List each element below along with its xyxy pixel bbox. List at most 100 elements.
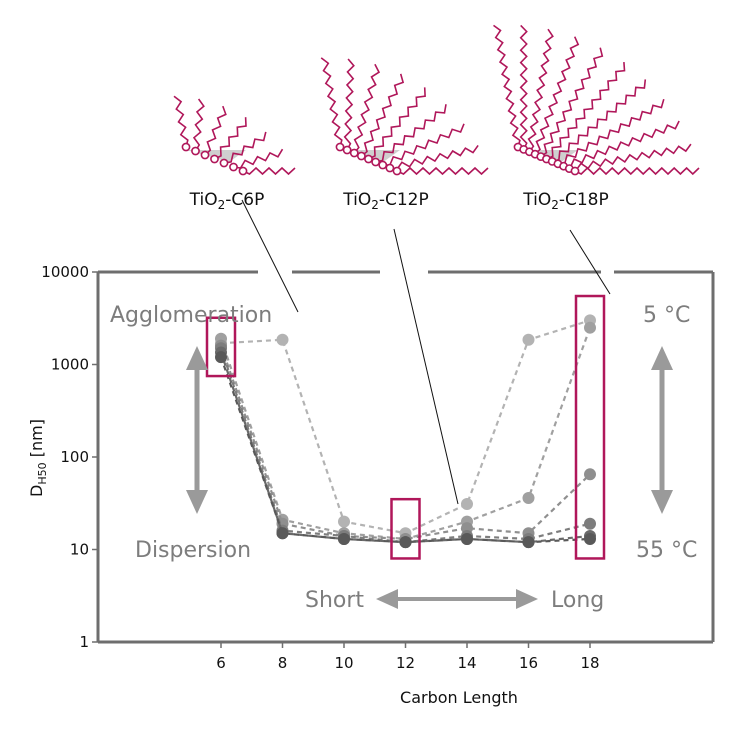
x-tick-label: 12 xyxy=(396,654,415,672)
temperature-arrow xyxy=(651,346,673,514)
alkyl-chain xyxy=(540,47,604,158)
alkyl-chain xyxy=(233,148,284,169)
alkyl-chain xyxy=(574,166,700,176)
data-point xyxy=(522,536,535,549)
series-line-5 xyxy=(219,356,591,544)
series-line-1 xyxy=(219,327,592,541)
y-tick-label: 1000 xyxy=(51,356,89,374)
molecule-c12p xyxy=(320,57,489,176)
temp-high-label: 5 °C xyxy=(643,303,690,328)
phosphonate-head xyxy=(335,142,345,152)
y-tick-label: 10 xyxy=(70,541,89,559)
callout-line-c18p xyxy=(569,229,611,295)
phosphonate-head xyxy=(356,151,366,161)
temp-low-label: 55 °C xyxy=(636,538,697,563)
series-line-2 xyxy=(219,345,591,541)
x-axis-ticks: 6 8 10 12 14 16 18 xyxy=(216,642,600,672)
long-label: Long xyxy=(551,588,604,613)
callout-line-c6p xyxy=(241,199,299,313)
alkyl-chain xyxy=(320,57,343,148)
data-point xyxy=(584,517,596,530)
phosphonate-head xyxy=(191,146,200,156)
phosphonate-head xyxy=(229,162,238,172)
data-point xyxy=(276,333,289,346)
x-tick-label: 10 xyxy=(334,654,353,672)
highlight-boxes xyxy=(205,294,606,560)
callout-line-c12p xyxy=(393,228,459,505)
label-tio2-c12p: TiO2-C12P xyxy=(342,190,429,212)
phosphonate-head xyxy=(378,160,388,170)
alkyl-chain xyxy=(375,104,447,163)
data-point xyxy=(584,468,596,481)
x-tick-label: 6 xyxy=(216,654,226,672)
phosphonate-head xyxy=(210,154,219,164)
series-layer xyxy=(215,314,596,549)
data-point xyxy=(522,492,535,505)
data-point xyxy=(461,532,473,545)
data-point xyxy=(399,536,412,549)
alkyl-chain xyxy=(557,98,665,165)
callout-lines xyxy=(241,199,611,505)
data-point xyxy=(338,532,350,545)
alkyl-chain xyxy=(569,143,692,172)
alkyl-chain xyxy=(360,73,405,157)
molecule-c6p xyxy=(173,95,296,176)
y-tick-label: 10000 xyxy=(41,263,89,281)
data-point xyxy=(276,527,289,540)
alkyl-chain xyxy=(368,87,426,160)
x-tick-label: 8 xyxy=(278,654,288,672)
phosphonate-head xyxy=(200,150,210,160)
alkyl-chain xyxy=(552,79,647,163)
alkyl-chain xyxy=(519,24,528,150)
alkyl-chain xyxy=(534,36,580,155)
data-point xyxy=(215,351,227,364)
alkyl-chain xyxy=(389,144,479,171)
y-axis-ticks: 1 10 100 1000 10000 xyxy=(41,263,98,651)
data-point xyxy=(584,321,596,334)
label-tio2-c18p: TiO2-C18P xyxy=(522,190,609,212)
dispersion-arrow xyxy=(186,346,208,514)
phosphonate-head xyxy=(364,154,373,164)
x-tick-label: 14 xyxy=(457,654,476,672)
dispersion-label: Dispersion xyxy=(135,538,251,563)
alkyl-chain xyxy=(396,166,489,176)
alkyl-chain xyxy=(493,24,521,148)
x-axis-label: Carbon Length xyxy=(400,688,518,707)
label-tio2-c6p: TiO2-C6P xyxy=(189,190,265,212)
molecule-c18p xyxy=(493,24,700,176)
alkyl-chain xyxy=(382,123,465,166)
alkyl-chain xyxy=(546,62,626,160)
alkyl-chain xyxy=(204,105,227,156)
alkyl-chain xyxy=(192,98,205,152)
alkyl-chain xyxy=(527,28,554,153)
molecule-illustrations xyxy=(173,24,700,176)
phosphonate-head xyxy=(570,166,580,176)
y-tick-label: 100 xyxy=(60,448,89,466)
alkyl-chain xyxy=(214,117,247,160)
phosphonate-head xyxy=(219,158,229,168)
x-tick-label: 16 xyxy=(519,654,538,672)
alkyl-chain xyxy=(343,58,355,151)
phosphonate-head xyxy=(342,145,352,155)
highlight-box-0 xyxy=(205,316,237,378)
alkyl-chain xyxy=(563,120,680,168)
x-tick-label: 18 xyxy=(580,654,599,672)
data-point xyxy=(584,532,596,545)
alkyl-chain xyxy=(223,131,267,164)
alkyl-chain xyxy=(242,166,296,176)
short-label: Short xyxy=(305,588,364,613)
alkyl-chain xyxy=(173,95,189,148)
data-point xyxy=(522,333,535,346)
phosphonate-head xyxy=(385,163,395,173)
y-tick-label: 1 xyxy=(79,633,89,651)
data-point xyxy=(461,498,473,511)
length-arrow xyxy=(376,589,538,609)
phosphonate-head xyxy=(238,166,248,176)
highlight-box-2 xyxy=(574,294,606,560)
phosphonate-head xyxy=(371,157,381,167)
phosphonate-head xyxy=(181,142,191,152)
highlight-box-1 xyxy=(390,497,421,560)
phosphonate-head xyxy=(349,148,359,158)
y-axis-label: DH50 [nm] xyxy=(27,419,49,497)
